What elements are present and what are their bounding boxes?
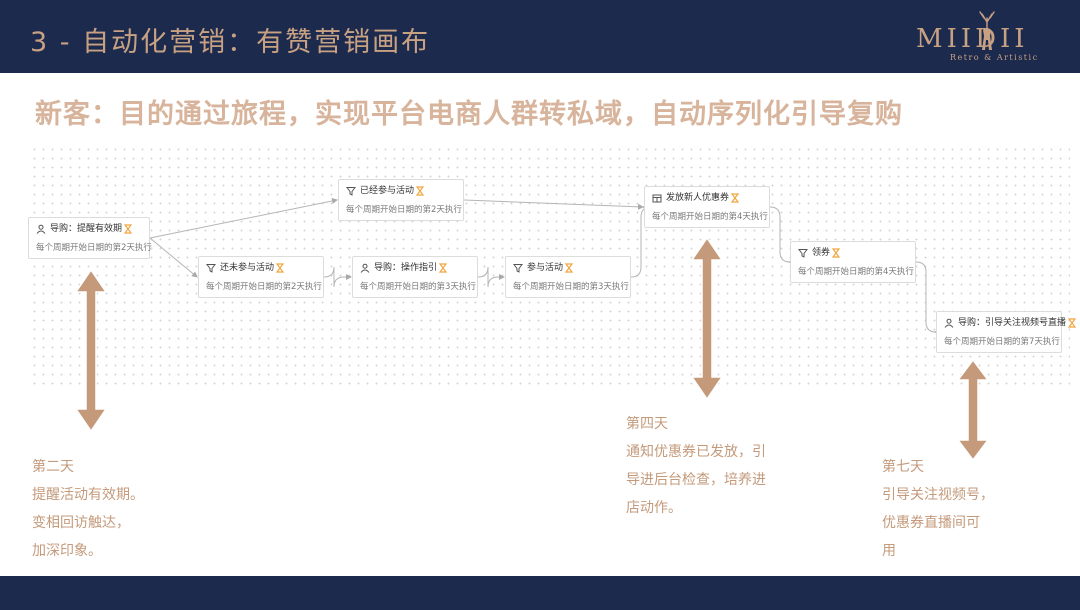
slide-header: 3 - 自动化营销：有赞营销画布 MIIDII Retro & Artistic — [0, 0, 1080, 73]
note-heading: 第四天 — [626, 416, 668, 432]
hourglass-icon — [438, 263, 448, 273]
note-line: 用 — [882, 543, 896, 559]
day4-double-arrow — [690, 236, 724, 401]
filter-icon — [206, 263, 216, 273]
connector-n7-n8 — [915, 261, 940, 335]
flow-node-not-joined[interactable]: 还未参与活动 每个周期开始日期的第2天执行 — [198, 256, 324, 298]
note-line: 通知优惠券已发放，引 — [626, 444, 766, 460]
day7-double-arrow — [956, 358, 990, 462]
note-line: 引导关注视频号， — [882, 487, 994, 503]
note-line: 提醒活动有效期。 — [32, 487, 144, 503]
flow-node-coupon[interactable]: 发放新人优惠券 每个周期开始日期的第4天执行 — [644, 186, 770, 228]
connector-n4-n5 — [477, 266, 505, 288]
hourglass-icon — [1067, 318, 1077, 328]
hourglass-icon — [564, 263, 574, 273]
node-detail: 每个周期开始日期的第7天执行 — [944, 337, 1060, 347]
node-title: 导购：引导关注视频号直播 — [958, 318, 1067, 328]
note-day2: 第二天 提醒活动有效期。 变相回访触达， 加深印象。 — [32, 453, 144, 565]
connector-n2-n6 — [463, 199, 644, 210]
slide-subtitle: 新客：目的通过旅程，实现平台电商人群转私域，自动序列化引导复购 — [35, 99, 903, 130]
node-title: 已经参与活动 — [360, 186, 415, 196]
deer-logo-icon — [979, 11, 995, 50]
note-line: 导进后台检查，培养进 — [626, 472, 766, 488]
flow-node-claim[interactable]: 领券 每个周期开始日期的第4天执行 — [790, 241, 916, 283]
connector-n1-n3 — [149, 237, 198, 278]
node-detail: 每个周期开始日期的第3天执行 — [360, 282, 476, 292]
flow-node-reminder[interactable]: 导购：提醒有效期 每个周期开始日期的第2天执行 — [28, 217, 152, 259]
node-detail: 每个周期开始日期的第2天执行 — [206, 282, 322, 292]
node-detail: 每个周期开始日期的第2天执行 — [346, 205, 462, 215]
note-day7: 第七天 引导关注视频号， 优惠券直播间可 用 — [882, 453, 994, 565]
day2-double-arrow — [74, 268, 108, 433]
connector-n1-n2 — [149, 198, 338, 239]
hourglass-icon — [123, 224, 133, 234]
slide-title: 3 - 自动化营销：有赞营销画布 — [30, 27, 431, 58]
filter-icon — [513, 263, 523, 273]
node-title: 导购：操作指引 — [374, 263, 438, 273]
brand-logo: MIIDII Retro & Artistic — [912, 8, 1062, 64]
note-line: 变相回访触达， — [32, 515, 130, 531]
connector-n6-n7 — [769, 206, 794, 265]
note-heading: 第七天 — [882, 459, 924, 475]
note-heading: 第二天 — [32, 459, 74, 475]
filter-icon — [798, 248, 808, 258]
node-detail: 每个周期开始日期的第3天执行 — [513, 282, 629, 292]
node-detail: 每个周期开始日期的第4天执行 — [798, 267, 914, 277]
note-line: 优惠券直播间可 — [882, 515, 980, 531]
brand-name: MIIDII — [916, 24, 1029, 54]
user-icon — [360, 263, 370, 273]
node-title: 参与活动 — [527, 263, 564, 273]
flow-node-guide[interactable]: 导购：操作指引 每个周期开始日期的第3天执行 — [352, 256, 478, 298]
user-icon — [36, 224, 46, 234]
hourglass-icon — [415, 186, 425, 196]
node-title: 导购：提醒有效期 — [50, 224, 123, 234]
flow-node-participate[interactable]: 参与活动 每个周期开始日期的第3天执行 — [505, 256, 631, 298]
node-title: 还未参与活动 — [220, 263, 275, 273]
node-title: 发放新人优惠券 — [666, 193, 730, 203]
note-line: 加深印象。 — [32, 543, 102, 559]
brand-tagline: Retro & Artistic — [950, 53, 1039, 62]
filter-icon — [346, 186, 356, 196]
hourglass-icon — [730, 193, 740, 203]
connector-n3-n4 — [323, 266, 352, 288]
coupon-icon — [652, 193, 662, 203]
user-icon — [944, 318, 954, 328]
note-day4: 第四天 通知优惠券已发放，引 导进后台检查，培养进 店动作。 — [626, 410, 766, 522]
flow-canvas[interactable]: 导购：提醒有效期 每个周期开始日期的第2天执行 已经参与活动 每个周期开始日期的… — [28, 145, 1077, 385]
flow-connectors — [149, 198, 940, 335]
flow-node-live[interactable]: 导购：引导关注视频号直播 每个周期开始日期的第7天执行 — [936, 311, 1077, 353]
hourglass-icon — [831, 248, 841, 258]
node-detail: 每个周期开始日期的第4天执行 — [652, 212, 768, 222]
note-line: 店动作。 — [626, 500, 682, 516]
hourglass-icon — [275, 263, 285, 273]
node-detail: 每个周期开始日期的第2天执行 — [36, 243, 152, 253]
flow-node-joined[interactable]: 已经参与活动 每个周期开始日期的第2天执行 — [338, 179, 464, 221]
slide-footer — [0, 576, 1080, 610]
node-title: 领券 — [812, 248, 831, 258]
